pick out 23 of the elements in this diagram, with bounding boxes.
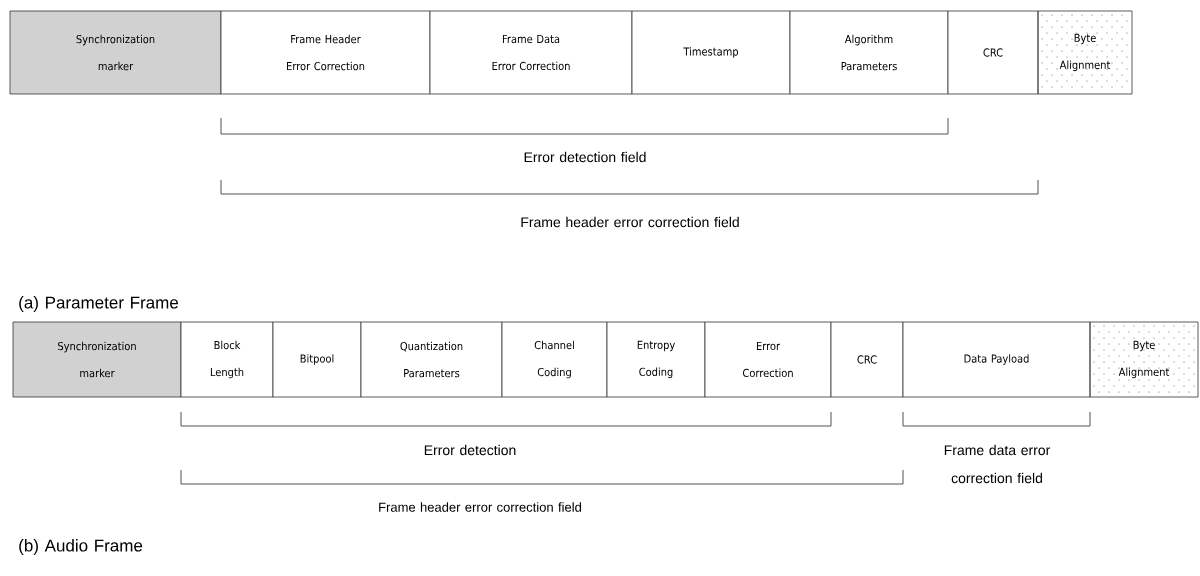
field-cell: Frame Data Error Correction	[429, 10, 633, 95]
field-cell: Channel Coding	[501, 321, 608, 398]
field-cell: CRC	[947, 10, 1039, 95]
bracket-label: Frame data error correction field	[944, 444, 1051, 484]
marker-cell: Synchronization marker	[9, 10, 222, 95]
field-cell: Block Length	[180, 321, 274, 398]
field-cell: CRC	[830, 321, 904, 398]
byte-alignment-cell: Byte Alignment	[1037, 10, 1133, 95]
field-cell: Frame Header Error Correction	[220, 10, 431, 95]
marker-cell: Synchronization marker	[12, 321, 182, 398]
byte-alignment-cell: Byte Alignment	[1089, 321, 1199, 398]
bracket-label: Frame header error correction field	[379, 502, 581, 512]
bracket-label: Frame header error correction field	[521, 216, 739, 228]
figure-caption: (a) Parameter Frame	[19, 296, 178, 312]
figure-caption: (b) Audio Frame	[19, 539, 143, 555]
field-cell: Quantization Parameters	[360, 321, 503, 398]
field-cell: Error Correction	[704, 321, 832, 398]
field-cell: Algorithm Parameters	[789, 10, 949, 95]
bracket-label: Error detection	[424, 444, 516, 456]
field-cell: Bitpool	[272, 321, 362, 398]
field-cell: Entropy Coding	[606, 321, 706, 398]
bracket-label: Error detection field	[524, 151, 646, 163]
field-cell: Timestamp	[631, 10, 791, 95]
